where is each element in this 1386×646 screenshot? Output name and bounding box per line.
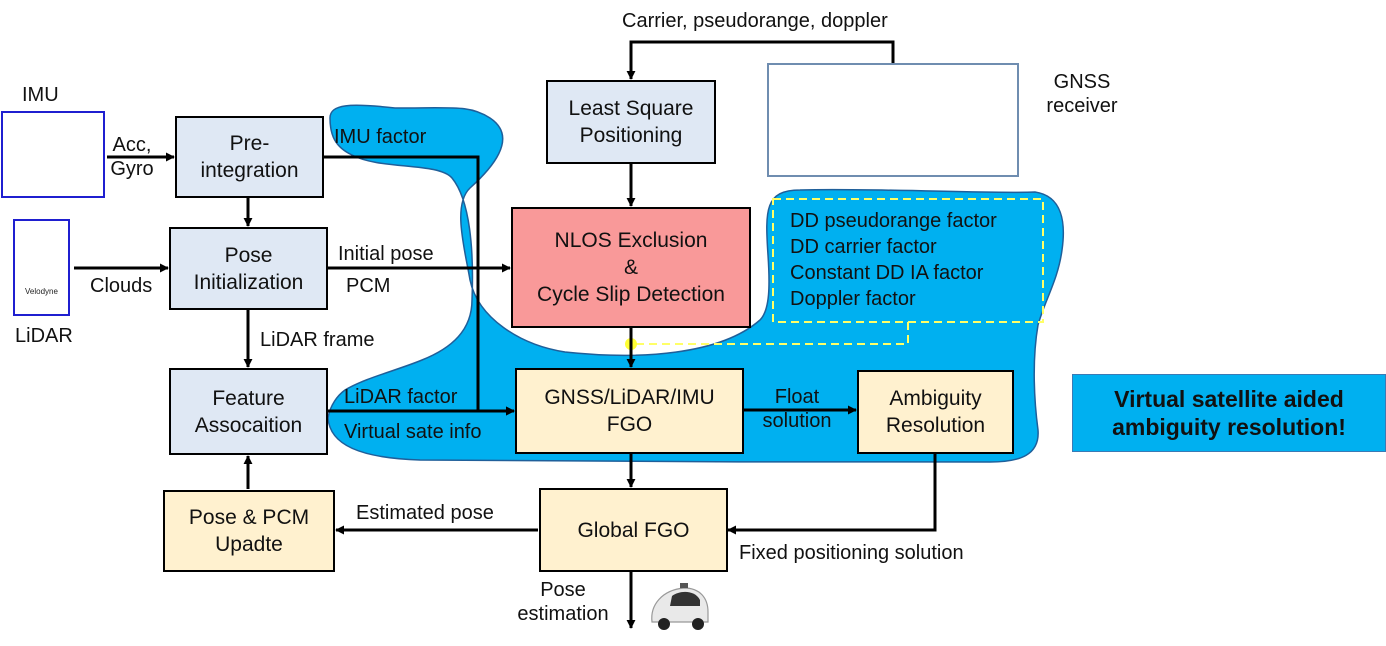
factor-dashed-connector	[632, 322, 909, 345]
gnss-receiver-label-line-2: receiver	[1046, 95, 1118, 117]
callout-line-1: Virtual satellite aided	[1114, 386, 1344, 412]
lidar-factor-label: LiDAR factor	[344, 386, 458, 408]
lsq-line-1: Least Square	[568, 97, 694, 120]
clouds-label: Clouds	[90, 275, 153, 297]
nlos-line-3: Cycle Slip Detection	[537, 283, 725, 306]
fgo-box: GNSS/LiDAR/IMU FGO	[515, 368, 744, 454]
pose-init-line-1: Pose	[224, 243, 273, 267]
connectors	[74, 40, 937, 629]
initial-pose-label: Initial pose	[338, 243, 434, 265]
global-fgo-box: Global FGO	[539, 488, 728, 572]
imu-label: IMU	[22, 84, 59, 106]
virtual-satellite-callout: Virtual satellite aided ambiguity resolu…	[1072, 374, 1386, 452]
least-square-positioning-box: Least Square Positioning	[546, 80, 716, 164]
feature-line-2: Assocaition	[194, 413, 303, 437]
feature-association-box: Feature Assocaition	[169, 368, 328, 455]
pose-pcm-line-2: Upadte	[215, 533, 283, 556]
float-solution-label: Float solution	[755, 385, 839, 433]
factor-item: Doppler factor	[790, 288, 916, 310]
pose-initialization-box: Pose Initialization	[169, 227, 328, 310]
ambiguity-line-2: Resolution	[885, 414, 986, 437]
preintegration-line-1: Pre-	[229, 132, 270, 155]
callout-line-2: ambiguity resolution!	[1112, 414, 1346, 440]
feature-line-1: Feature	[212, 386, 285, 410]
pose-init-line-2: Initialization	[193, 270, 304, 294]
fixed-solution-label: Fixed positioning solution	[739, 542, 964, 564]
pose-pcm-update-box: Pose & PCM Upadte	[163, 490, 335, 572]
imu-frame	[1, 111, 105, 198]
pcm-label: PCM	[346, 275, 391, 297]
nlos-line-1: NLOS Exclusion	[554, 229, 708, 252]
pose-pcm-line-1: Pose & PCM	[188, 506, 310, 529]
car-icon	[651, 583, 709, 630]
velodyne-label: Velodyne	[25, 287, 58, 296]
ambiguity-resolution-box: Ambiguity Resolution	[857, 370, 1014, 454]
global-fgo-label: Global FGO	[577, 518, 690, 542]
imu-output-label: Acc, Gyro	[103, 133, 161, 181]
factor-item: DD pseudorange factor	[790, 210, 997, 232]
nlos-line-2: &	[623, 256, 638, 279]
gnss-receiver-frame	[767, 63, 1019, 177]
float-solution-line-1: Float	[774, 386, 820, 408]
imu-output-line-2: Gyro	[110, 158, 154, 180]
pose-estimation-line-1: Pose	[540, 579, 586, 601]
gnss-receiver-label-line-1: GNSS	[1053, 71, 1111, 93]
preintegration-line-2: integration	[200, 159, 299, 182]
estimated-pose-label: Estimated pose	[356, 502, 494, 524]
lidar-label: LiDAR	[15, 325, 73, 347]
nlos-exclusion-box: NLOS Exclusion & Cycle Slip Detection	[511, 207, 751, 328]
top-input-label: Carrier, pseudorange, doppler	[622, 10, 888, 32]
fgo-line-2: FGO	[606, 413, 653, 436]
virtual-sate-info-label: Virtual sate info	[344, 421, 482, 443]
pose-estimation-label: Pose estimation	[508, 578, 618, 626]
imu-output-line-1: Acc,	[112, 134, 152, 156]
fgo-line-1: GNSS/LiDAR/IMU	[544, 386, 715, 409]
factor-item: Constant DD IA factor	[790, 262, 984, 284]
preintegration-box: Pre- integration	[175, 116, 324, 198]
lsq-line-2: Positioning	[579, 124, 683, 147]
gnss-receiver-label: GNSS receiver	[1036, 70, 1128, 118]
lidar-frame-label: LiDAR frame	[260, 329, 375, 351]
imu-factor-label: IMU factor	[334, 126, 427, 148]
factor-item: DD carrier factor	[790, 236, 937, 258]
lidar-frame	[13, 219, 70, 316]
float-solution-line-2: solution	[762, 410, 832, 432]
dd-factor-list: DD pseudorange factor DD carrier factor …	[790, 208, 997, 312]
pose-estimation-line-2: estimation	[517, 603, 609, 625]
ambiguity-line-1: Ambiguity	[889, 387, 982, 410]
